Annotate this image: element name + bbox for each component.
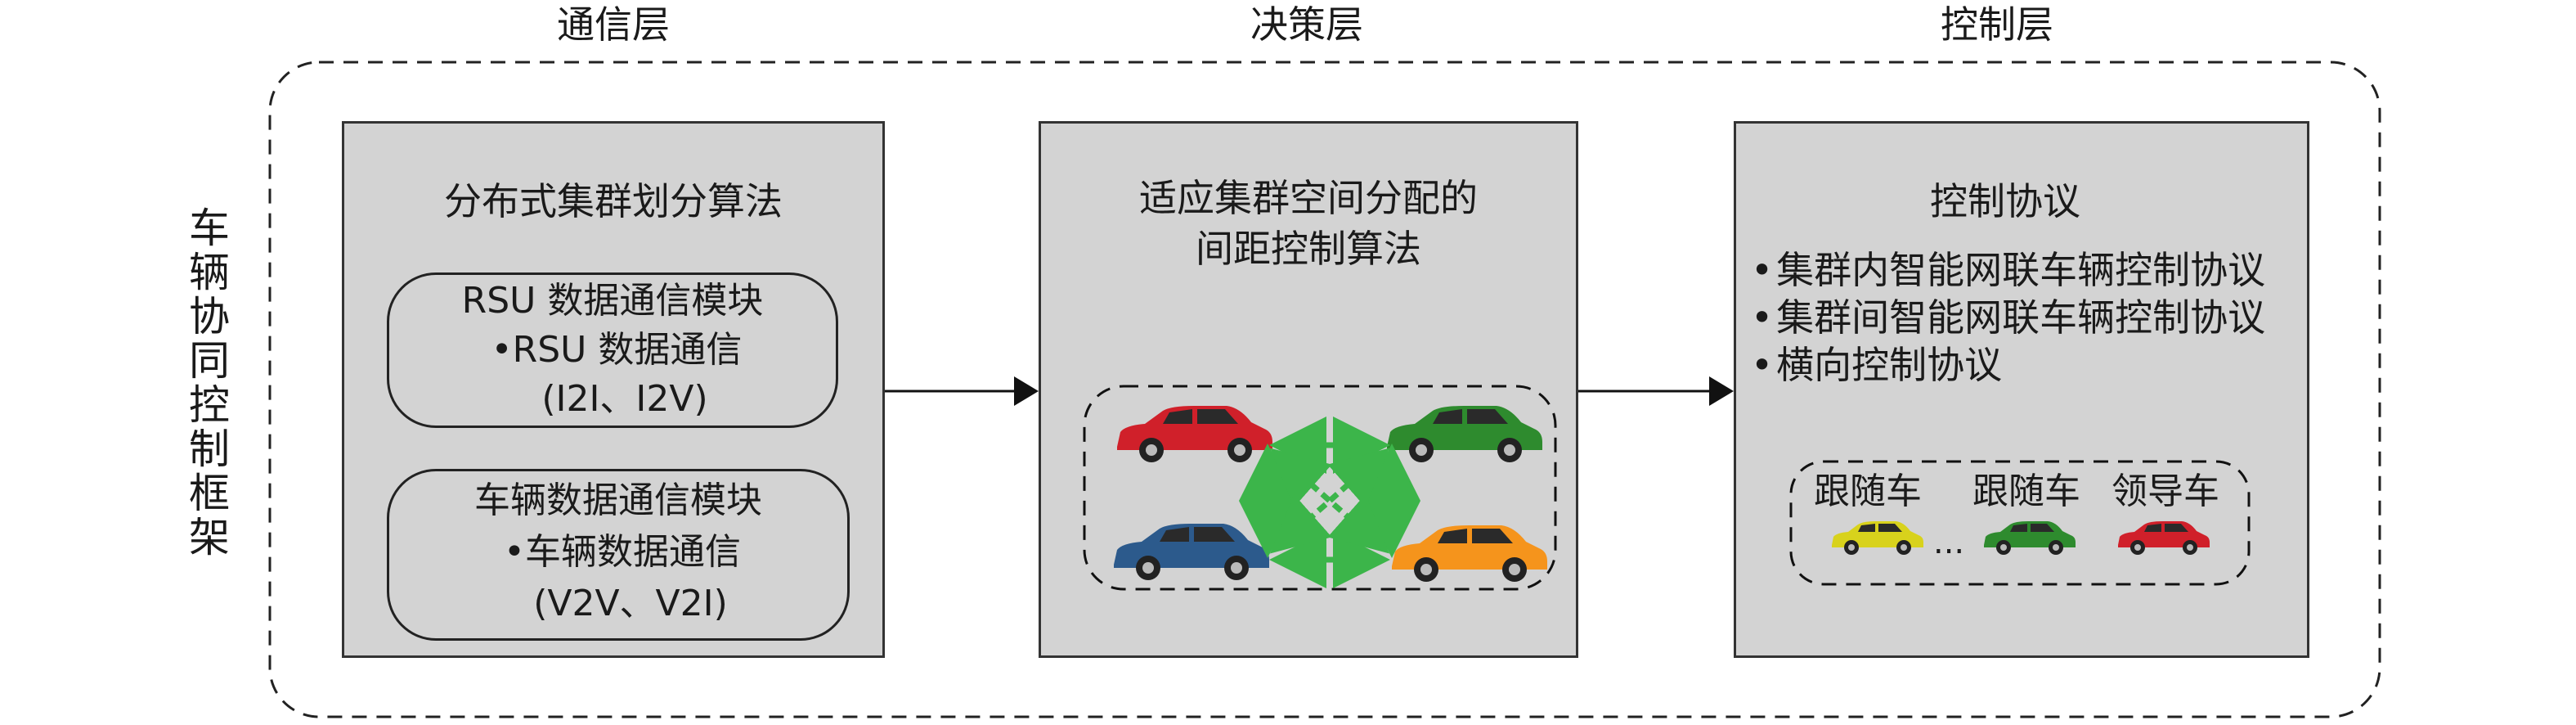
orange-car-icon (1392, 525, 1547, 582)
arrowhead-decision-to-control (1709, 376, 1734, 406)
layer-title-decision: 决策层 (1250, 2, 1363, 47)
layer-title-communication: 通信层 (557, 2, 670, 47)
arrowhead-comm-to-decision (1014, 376, 1039, 406)
framework-label-char: 架 (189, 514, 230, 561)
control-panel: 控制协议 集群内智能网联车辆控制协议 集群间智能网联车辆控制协议 横向控制协议 (1734, 121, 2309, 658)
rsu-module-detail: (I2I、I2V) (541, 378, 708, 420)
cluster-boundary (1083, 385, 1557, 591)
green-car-icon (1387, 406, 1542, 462)
follower-label-1: 跟随车 (1814, 471, 1922, 512)
framework-label-char: 车 (189, 205, 230, 252)
communication-panel: 分布式集群划分算法 RSU 数据通信模块 •RSU 数据通信 (I2I、I2V)… (342, 121, 885, 658)
leader-label: 领导车 (2112, 471, 2219, 512)
rsu-module-item: •RSU 数据通信 (491, 329, 743, 371)
layer-title-control: 控制层 (1941, 2, 2053, 47)
framework-label-char: 同 (189, 337, 230, 385)
red-leader-car-icon (2118, 521, 2210, 555)
vehicle-module-item: •车辆数据通信 (504, 531, 741, 573)
rsu-communication-module: RSU 数据通信模块 •RSU 数据通信 (I2I、I2V) (387, 272, 838, 428)
vehicle-communication-module: 车辆数据通信模块 •车辆数据通信 (V2V、V2I) (387, 469, 850, 641)
control-panel-title: 控制协议 (1930, 179, 2080, 223)
framework-label: 车辆协同控制框架 (185, 206, 234, 560)
framework-label-char: 辆 (189, 249, 230, 296)
framework-label-char: 协 (189, 293, 230, 340)
control-protocol-item: 集群间智能网联车辆控制协议 (1751, 294, 2265, 341)
platoon-ellipsis: ... (1933, 524, 1965, 561)
decision-panel-title-line2: 间距控制算法 (1196, 227, 1421, 271)
framework-label-char: 框 (189, 470, 230, 517)
rsu-module-name: RSU 数据通信模块 (461, 280, 764, 322)
communication-panel-title: 分布式集群划分算法 (444, 179, 783, 223)
green-follower-car-icon (1984, 521, 2076, 555)
red-car-icon (1117, 406, 1272, 462)
vehicle-module-detail: (V2V、V2I) (533, 583, 728, 624)
decision-panel-title-line1: 适应集群空间分配的 (1139, 176, 1478, 220)
framework-label-char: 控 (189, 381, 230, 429)
control-protocol-item: 集群内智能网联车辆控制协议 (1751, 246, 2265, 294)
interaction-arrows-icon (1239, 417, 1420, 588)
vehicle-module-name: 车辆数据通信模块 (474, 480, 762, 521)
platoon-boundary (1789, 460, 2251, 586)
blue-car-icon (1114, 524, 1269, 580)
control-protocol-item: 横向控制协议 (1751, 341, 2265, 389)
yellow-follower-car-icon (1832, 521, 1923, 555)
follower-label-2: 跟随车 (1972, 471, 2080, 512)
platoon-illustration (1789, 460, 2251, 586)
control-protocol-list: 集群内智能网联车辆控制协议 集群间智能网联车辆控制协议 横向控制协议 (1751, 246, 2265, 389)
cluster-illustration (1083, 385, 1557, 591)
framework-border (268, 61, 2381, 718)
framework-label-char: 制 (189, 426, 230, 473)
